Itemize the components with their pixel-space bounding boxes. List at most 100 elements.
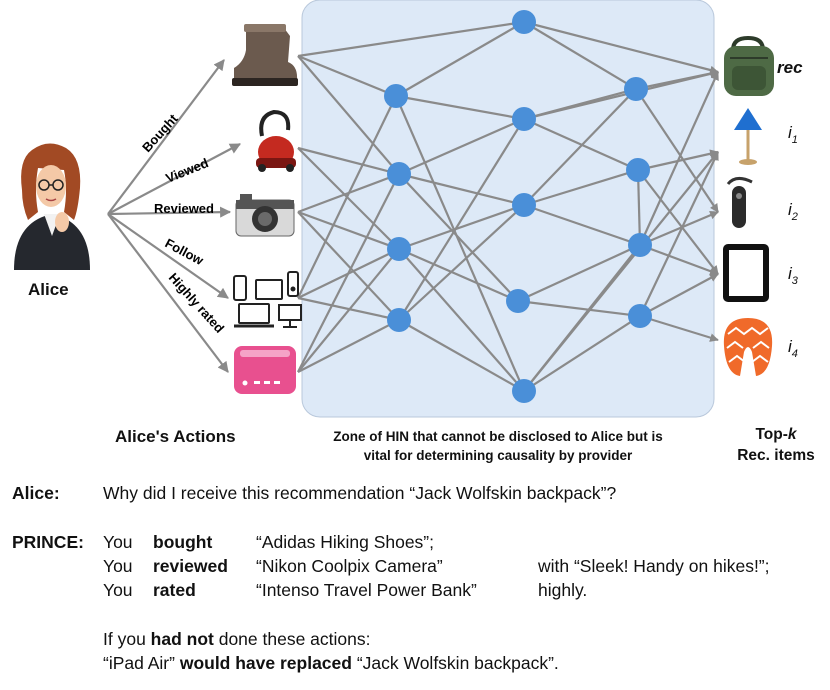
hin-node-a bbox=[384, 84, 408, 108]
actions-caption: Alice's Actions bbox=[115, 427, 236, 446]
hin-edge-30 bbox=[523, 117, 630, 167]
action-edge-1 bbox=[107, 59, 225, 215]
action-label-reviewed: Reviewed bbox=[154, 201, 214, 216]
hin-node-d bbox=[387, 308, 411, 332]
hin-edge-26 bbox=[398, 126, 520, 321]
hin-edge-13 bbox=[297, 323, 391, 373]
zone-caption: Zone of HIN that cannot be disclosed to … bbox=[298, 427, 698, 465]
action-label-bought: Bought bbox=[139, 111, 181, 155]
action-edge-3 bbox=[107, 206, 232, 218]
hin-edge-34 bbox=[523, 95, 630, 206]
action-edge-2 bbox=[107, 143, 241, 215]
topk-caption: Top-k Rec. items bbox=[728, 424, 824, 466]
prince-line-1-item: “Adidas Hiking Shoes”; bbox=[256, 532, 434, 552]
tablet-icon bbox=[723, 244, 769, 302]
hin-edge-22 bbox=[398, 247, 510, 299]
counterfactual-line-1: If you had not done these actions: bbox=[103, 629, 371, 649]
hin-edge-36 bbox=[517, 248, 632, 302]
prince-line-3-you: You bbox=[103, 580, 133, 600]
hin-edge-4 bbox=[297, 146, 390, 173]
action-edge-5 bbox=[107, 213, 229, 373]
hin-edge-33 bbox=[523, 171, 629, 207]
hin-edge-28 bbox=[523, 20, 719, 75]
hin-edge-25 bbox=[398, 319, 516, 388]
hin-edge-50 bbox=[639, 273, 719, 317]
powerbank-icon bbox=[234, 346, 296, 394]
hin-edge-16 bbox=[395, 94, 515, 119]
hin-edge-15 bbox=[395, 26, 516, 97]
network-nodes bbox=[384, 10, 652, 403]
hin-edge-17 bbox=[394, 95, 522, 383]
hin-edge-2 bbox=[297, 55, 394, 168]
alice-speaker: Alice: bbox=[12, 483, 60, 503]
boot-icon bbox=[232, 24, 298, 86]
prince-line-1-you: You bbox=[103, 532, 133, 552]
hin-edge-32 bbox=[523, 203, 631, 243]
rec-label: rec bbox=[777, 58, 803, 77]
hin-edge-40 bbox=[635, 69, 719, 91]
network-edges bbox=[107, 20, 720, 392]
hin-edge-46 bbox=[639, 210, 719, 247]
hin-edge-14 bbox=[297, 182, 396, 373]
hin-edge-8 bbox=[297, 211, 393, 314]
backpack-icon bbox=[724, 35, 774, 96]
hin-node-m bbox=[628, 304, 652, 328]
hin-edge-20 bbox=[398, 173, 512, 295]
hin-node-c bbox=[387, 237, 411, 261]
rec-item-1-label: i1 bbox=[788, 123, 798, 146]
hin-edge-48 bbox=[639, 151, 719, 317]
rec-item-4-label: i4 bbox=[788, 337, 798, 360]
lamp-icon bbox=[734, 108, 762, 165]
action-label-follow: Follow bbox=[163, 235, 207, 268]
user-name: Alice bbox=[28, 280, 69, 299]
camera-icon bbox=[235, 194, 295, 237]
prince-line-2-item: “Nikon Coolpix Camera” bbox=[256, 556, 443, 576]
prince-line-2-you: You bbox=[103, 556, 133, 576]
vacuum-icon bbox=[256, 109, 296, 172]
hin-edge-38 bbox=[523, 320, 633, 392]
hin-edge-12 bbox=[297, 256, 394, 373]
prince-line-2-extra: with “Sleek! Handy on hikes!”; bbox=[538, 556, 770, 576]
hin-node-f bbox=[512, 107, 536, 131]
hin-edge-9 bbox=[297, 104, 393, 299]
hin-edge-39 bbox=[523, 151, 719, 392]
topk-caption-line2: Rec. items bbox=[737, 447, 815, 464]
hin-edge-23 bbox=[398, 248, 519, 385]
pillow-icon bbox=[723, 318, 773, 376]
hin-edge-49 bbox=[639, 314, 719, 342]
action-label-viewed: Viewed bbox=[164, 155, 211, 186]
counterfactual-line-2: “iPad Air” would have replaced “Jack Wol… bbox=[103, 653, 559, 673]
prince-line-3-item: “Intenso Travel Power Bank” bbox=[256, 580, 477, 600]
hin-edge-3 bbox=[297, 22, 515, 58]
hin-edge-11 bbox=[297, 296, 390, 319]
hin-node-i bbox=[512, 379, 536, 403]
alice-avatar bbox=[14, 143, 90, 270]
hin-node-g bbox=[512, 193, 536, 217]
hin-edge-31 bbox=[523, 69, 719, 121]
prince-line-2-verb: reviewed bbox=[153, 556, 228, 576]
prince-line-3-extra: highly. bbox=[538, 580, 588, 600]
action-edge-4 bbox=[107, 213, 229, 299]
hin-node-e bbox=[512, 10, 536, 34]
hin-node-b bbox=[387, 162, 411, 186]
topk-caption-line1: Top-k bbox=[755, 426, 797, 443]
hin-edge-10 bbox=[297, 252, 391, 299]
hin-edge-6 bbox=[297, 176, 391, 214]
headset-icon bbox=[726, 177, 753, 228]
hin-node-h bbox=[506, 289, 530, 313]
prince-line-1-verb: bought bbox=[153, 532, 213, 552]
zone-caption-line1: Zone of HIN that cannot be disclosed to … bbox=[333, 429, 663, 444]
rec-item-3-label: i3 bbox=[788, 264, 798, 287]
rec-item-2-label: i2 bbox=[788, 200, 798, 223]
alice-question: Why did I receive this recommendation “J… bbox=[103, 483, 617, 503]
hin-edge-47 bbox=[639, 243, 719, 276]
hin-edge-27 bbox=[523, 21, 628, 85]
hin-edge-19 bbox=[398, 172, 515, 204]
hin-node-j bbox=[624, 77, 648, 101]
hin-edge-45 bbox=[638, 71, 720, 246]
devices-icon bbox=[233, 271, 302, 328]
hin-edge-18 bbox=[398, 122, 516, 176]
hin-node-l bbox=[628, 233, 652, 257]
prince-speaker: PRINCE: bbox=[12, 532, 84, 552]
